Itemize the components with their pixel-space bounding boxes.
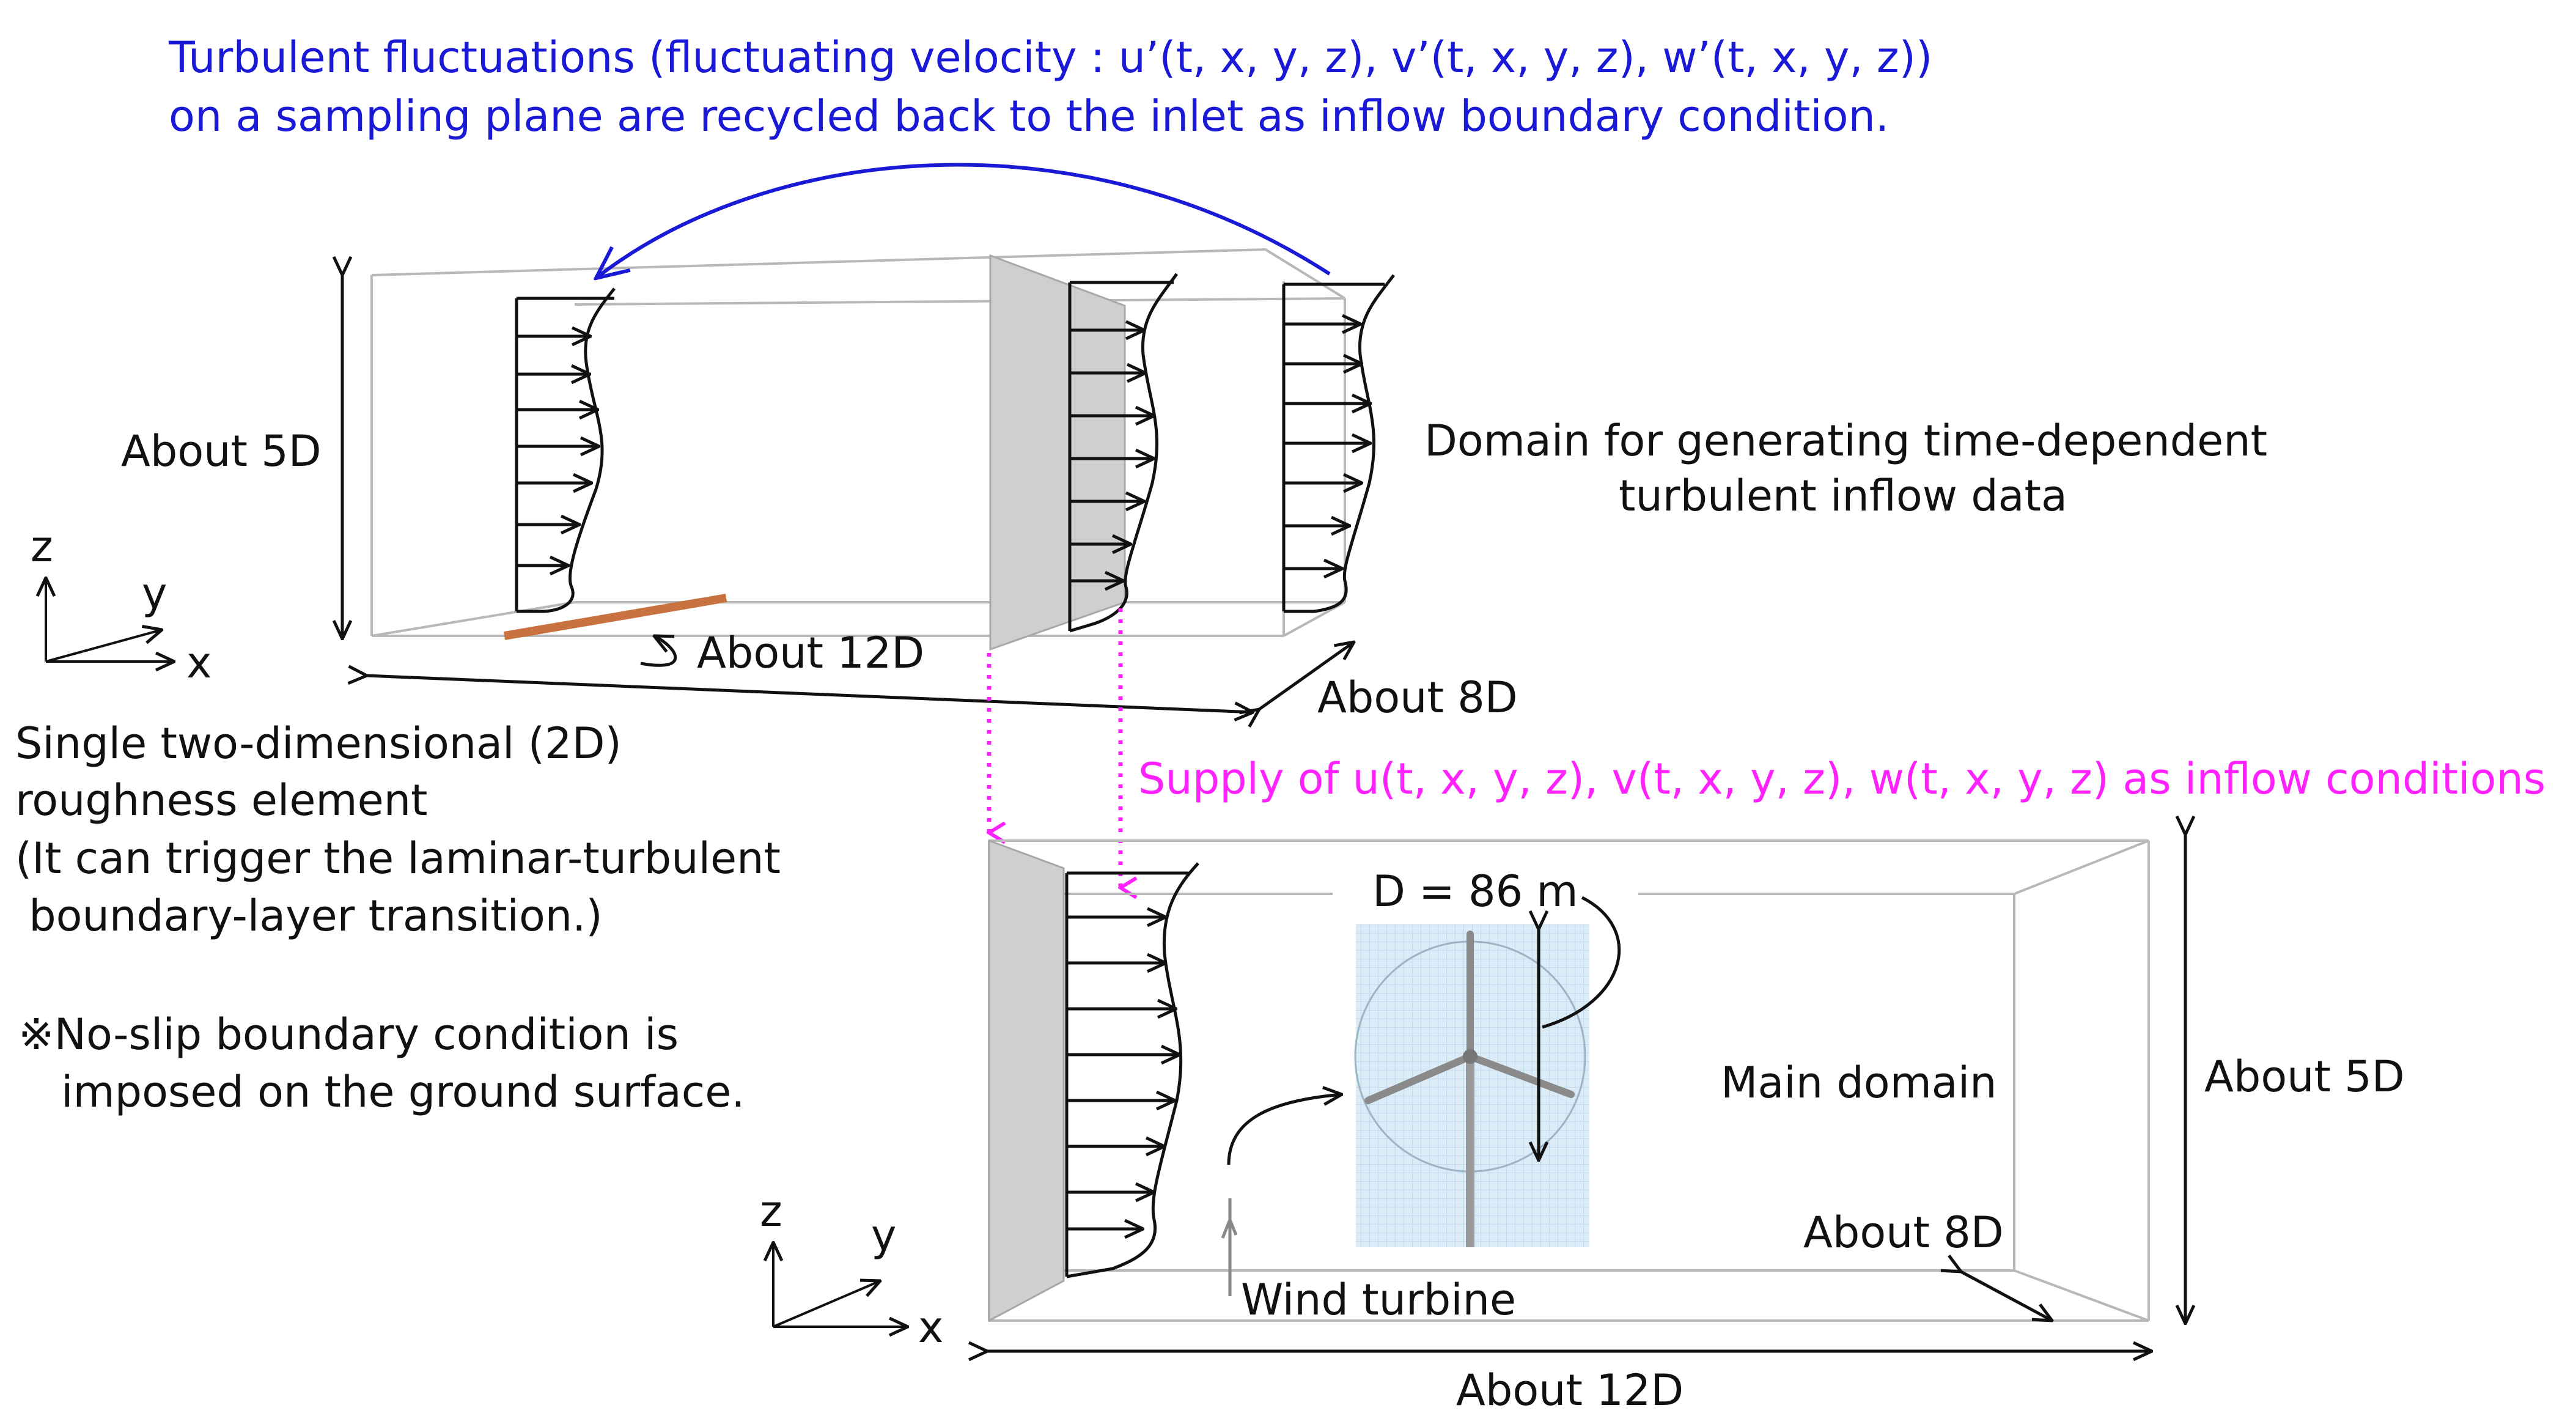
turbine-detail-panel	[1354, 924, 1589, 1247]
upper-width-label: About 8D	[1317, 673, 1518, 723]
sampling-velocity-profile	[1068, 273, 1179, 633]
recycling-note-line2: on a sampling plane are recycled back to…	[169, 91, 1889, 141]
roughness-note-line1: Single two-dimensional (2D)	[15, 718, 622, 769]
main-height-label: About 5D	[2204, 1052, 2405, 1102]
supply-arrows	[989, 608, 1121, 888]
main-inflow-profile	[1065, 862, 1199, 1278]
noslip-note-line2: imposed on the ground surface.	[61, 1067, 745, 1117]
turbine-pointer-arrow	[1227, 1094, 1342, 1165]
upper-axis-z: z	[31, 522, 53, 572]
upper-length-label: About 12D	[697, 628, 924, 678]
main-axes-icon	[773, 1242, 908, 1327]
upper-axis-x: x	[186, 638, 212, 688]
main-dimension-arrows	[987, 835, 2185, 1351]
inflow-plane	[988, 839, 1065, 1322]
upper-dimension-arrows	[342, 275, 1354, 712]
upper-domain-title-line1: Domain for generating time-dependent	[1424, 416, 2267, 466]
inlet-velocity-profile	[515, 287, 616, 613]
diameter-arrow	[1539, 896, 1621, 1160]
roughness-note-line3: (It can trigger the laminar-turbulent	[15, 833, 781, 883]
upper-domain-title-line2: turbulent inflow data	[1619, 471, 2067, 521]
main-axis-x: x	[918, 1302, 943, 1352]
sampling-plane	[989, 254, 1126, 651]
main-width-label: About 8D	[1803, 1208, 2004, 1258]
turbine-label: Wind turbine	[1241, 1275, 1516, 1325]
outlet-velocity-profile	[1282, 274, 1395, 613]
roughness-note-line4: boundary-layer transition.)	[15, 891, 603, 941]
noslip-note-line1: ※No-slip boundary condition is	[18, 1009, 679, 1060]
main-length-label: About 12D	[1456, 1365, 1684, 1415]
wind-turbine-small-icon	[1221, 1198, 1238, 1296]
recycle-arrow	[596, 163, 1331, 278]
roughness-element	[503, 594, 727, 640]
upper-axes-icon	[46, 578, 174, 662]
main-axis-y: y	[871, 1211, 896, 1261]
upper-height-label: About 5D	[121, 426, 322, 476]
main-axis-z: z	[760, 1186, 782, 1236]
recycling-note-line1: Turbulent fluctuations (fluctuating velo…	[168, 32, 1932, 83]
supply-note: Supply of u(t, x, y, z), v(t, x, y, z), …	[1138, 754, 2545, 804]
upper-axis-y: y	[142, 569, 167, 619]
diameter-label: D = 86 m	[1372, 866, 1578, 916]
roughness-note-line2: roughness element	[15, 775, 428, 825]
main-domain-title: Main domain	[1721, 1058, 1997, 1108]
